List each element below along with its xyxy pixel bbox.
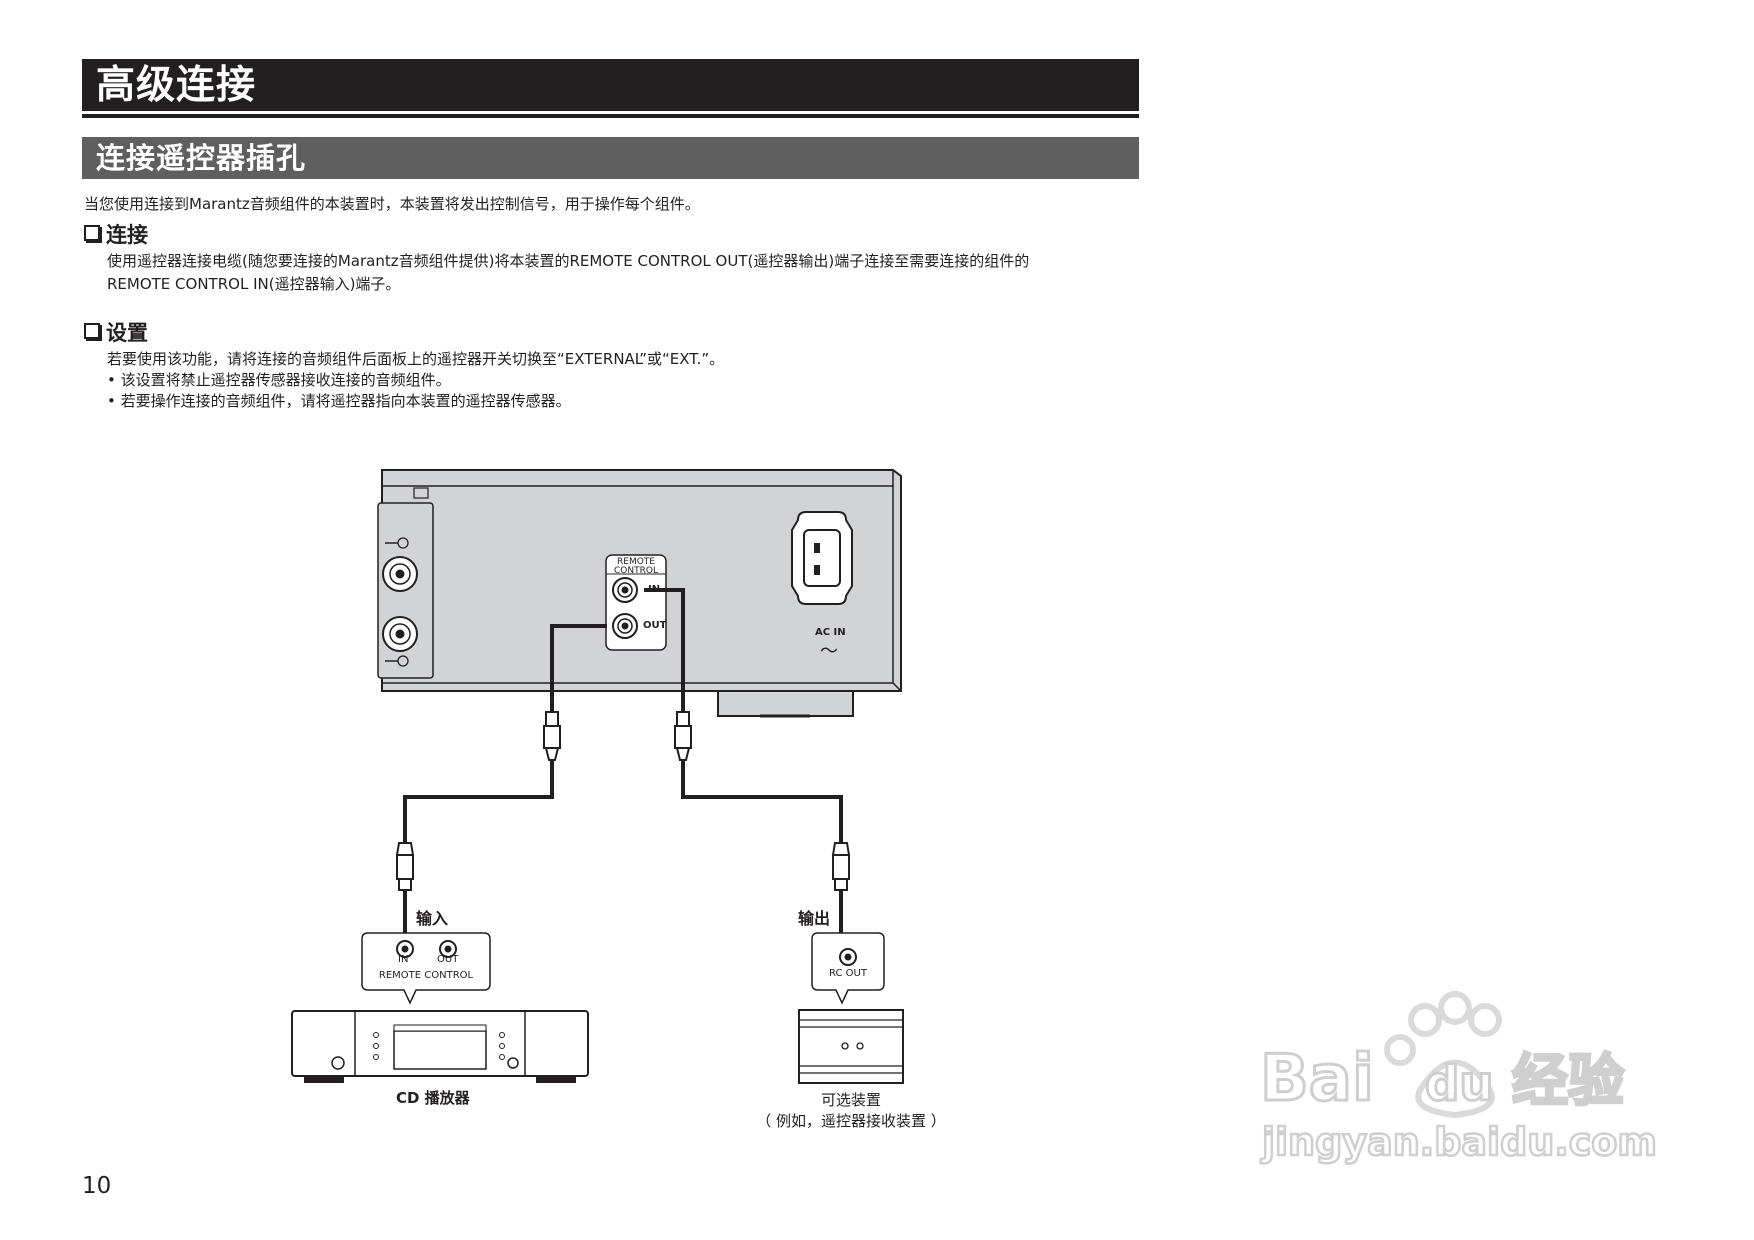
checkbox-bullet-icon (84, 323, 100, 339)
rc-panel-label-line2: CONTROL (614, 566, 658, 576)
settings-heading: 设置 (84, 320, 148, 346)
settings-bullet-1: • 该设置将禁止遥控器传感器接收连接的音频组件。 (107, 371, 451, 389)
connection-heading-text: 连接 (106, 223, 148, 247)
section-title: 连接遥控器插孔 (96, 141, 307, 175)
title-rule (82, 114, 1139, 118)
main-unit-rear-panel (377, 469, 902, 718)
cd-player-label: CD 播放器 (396, 1089, 470, 1107)
settings-heading-text: 设置 (106, 321, 148, 345)
cables (403, 588, 843, 938)
checkbox-bullet-icon (84, 225, 100, 241)
ac-symbol: ～ (820, 641, 838, 662)
cd-jack-in-label: IN (398, 954, 409, 965)
svg-text:jingyan.baidu.com: jingyan.baidu.com (1260, 1120, 1657, 1164)
intro-text: 当您使用连接到Marantz音频组件的本装置时，本装置将发出控制信号，用于操作每… (84, 195, 700, 213)
cd-jack-out-label: OUT (437, 954, 459, 965)
svg-text:du: du (1425, 1056, 1494, 1112)
rc-out-label: OUT (643, 620, 667, 631)
svg-text:Bai: Bai (1260, 1042, 1374, 1116)
cd-remote-jacks-callout (361, 932, 491, 1005)
connection-text-line1: 使用遥控器连接电缆(随您要连接的Marantz音频组件提供)将本装置的REMOT… (107, 252, 1030, 270)
optional-device-jack-callout (811, 932, 885, 1005)
settings-text-line1: 若要使用该功能，请将连接的音频组件后面板上的遥控器开关切换至“EXTERNAL”… (107, 350, 725, 368)
page-number: 10 (82, 1173, 112, 1199)
opt-jack-label: RC OUT (829, 968, 867, 979)
rc-panel-label-line1: REMOTE (617, 557, 655, 567)
opt-device-example: （ 例如，遥控器接收装置 ） (756, 1112, 946, 1130)
cd-jacks-caption: REMOTE CONTROL (378, 970, 474, 981)
ac-in-label: AC IN (815, 627, 846, 638)
rca-plugs (395, 711, 851, 891)
optional-device-drawing (798, 1009, 904, 1084)
section-title-bar: 连接遥控器插孔 (82, 137, 1139, 179)
page-title-bar: 高级连接 (82, 59, 1139, 111)
opt-device-label: 可选装置 (820, 1091, 881, 1109)
settings-bullet-2: • 若要操作连接的音频组件，请将遥控器指向本装置的遥控器传感器。 (107, 392, 571, 410)
page-title: 高级连接 (96, 63, 257, 108)
cd-input-label: 输入 (416, 909, 449, 928)
cd-player-drawing (291, 1010, 589, 1083)
baidu-watermark-logo: Bai du 经验 jingyan.baidu.com (1259, 991, 1658, 1165)
connection-text-line2: REMOTE CONTROL IN(遥控器输入)端子。 (107, 275, 401, 293)
svg-text:经验: 经验 (1512, 1049, 1624, 1114)
opt-output-label: 输出 (798, 909, 831, 928)
rc-in-label: IN (648, 584, 661, 595)
connection-heading: 连接 (84, 222, 148, 248)
